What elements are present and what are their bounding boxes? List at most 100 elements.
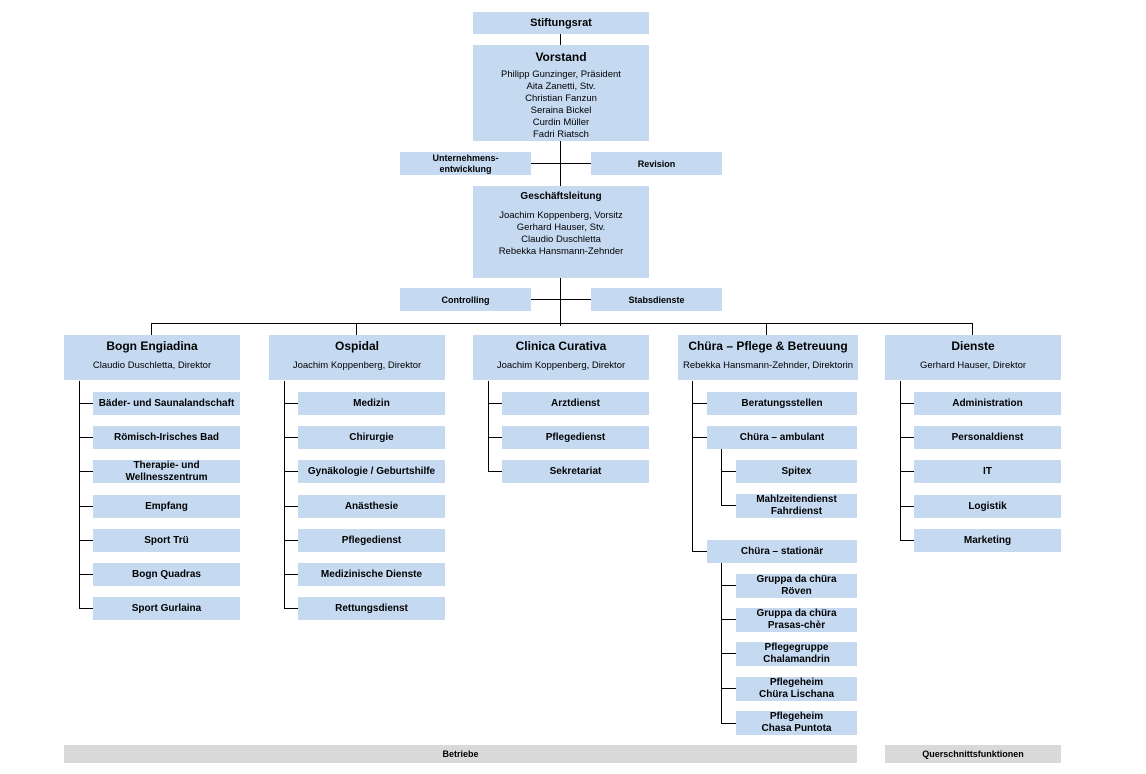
connector-line (488, 403, 502, 404)
connector-line (284, 381, 285, 608)
connector-line (79, 381, 80, 608)
division-director: Joachim Koppenberg, Direktor (292, 360, 422, 371)
unit-box: Administration (914, 392, 1061, 415)
connector-line (151, 323, 973, 324)
division-dienste: Dienste Gerhard Hauser, Direktor (885, 335, 1061, 380)
division-chuera: Chüra – Pflege & Betreuung Rebekka Hansm… (678, 335, 858, 380)
footer-betriebe: Betriebe (64, 745, 857, 763)
connector-line (721, 505, 736, 506)
connector-line (284, 574, 298, 575)
vorstand-title: Vorstand (535, 50, 587, 64)
division-clinica-curativa: Clinica Curativa Joachim Koppenberg, Dir… (473, 335, 649, 380)
unit-box: Empfang (93, 495, 240, 518)
division-director: Claudio Duschletta, Direktor (92, 360, 212, 371)
sub-unit-box: Spitex (736, 460, 857, 483)
footer-querschnittsfunktionen: Querschnittsfunktionen (885, 745, 1061, 763)
connector-line (692, 381, 693, 552)
sub-unit-box: Gruppa da chüra Röven (736, 574, 857, 598)
unit-box: Chüra – stationär (707, 540, 857, 563)
connector-line (284, 608, 298, 609)
connector-line (79, 437, 93, 438)
connector-line (560, 34, 561, 326)
connector-line (151, 323, 152, 336)
unit-box: Chüra – ambulant (707, 426, 857, 449)
connector-line (79, 471, 93, 472)
division-director: Joachim Koppenberg, Direktor (496, 360, 626, 371)
connector-line (900, 540, 914, 541)
division-title: Bogn Engiadina (106, 339, 198, 353)
connector-line (766, 323, 767, 336)
connector-line (972, 323, 973, 336)
unit-box: Römisch-Irisches Bad (93, 426, 240, 449)
connector-line (900, 403, 914, 404)
connector-line (692, 437, 707, 438)
connector-line (692, 403, 707, 404)
unit-box: IT (914, 460, 1061, 483)
connector-line (284, 506, 298, 507)
unit-box: Bäder- und Saunalandschaft (93, 392, 240, 415)
sub-unit-box: Mahlzeitendienst Fahrdienst (736, 494, 857, 518)
unit-box: Arztdienst (502, 392, 649, 415)
vorstand-box: Vorstand Philipp Gunzinger, Präsident Ai… (473, 45, 649, 141)
unit-box: Pflegedienst (298, 529, 445, 552)
connector-line (721, 585, 736, 586)
connector-line (488, 471, 502, 472)
connector-line (692, 551, 707, 552)
connector-line (900, 506, 914, 507)
unit-box: Sport Gurlaina (93, 597, 240, 620)
unit-box: Beratungsstellen (707, 392, 857, 415)
geschaeftsleitung-box: Geschäftsleitung Joachim Koppenberg, Vor… (473, 186, 649, 278)
connector-line (284, 403, 298, 404)
unit-box: Marketing (914, 529, 1061, 552)
connector-line (900, 381, 901, 540)
division-director: Gerhard Hauser, Direktor (919, 360, 1027, 371)
connector-line (721, 562, 722, 724)
geschaeftsleitung-members: Joachim Koppenberg, Vorsitz Gerhard Haus… (498, 210, 624, 257)
connector-line (284, 471, 298, 472)
connector-line (900, 437, 914, 438)
division-title: Chüra – Pflege & Betreuung (688, 339, 848, 353)
connector-line (284, 540, 298, 541)
connector-line (488, 381, 489, 472)
connector-line (79, 403, 93, 404)
geschaeftsleitung-title: Geschäftsleitung (520, 191, 602, 202)
connector-line (721, 688, 736, 689)
connector-line (284, 437, 298, 438)
stiftungsrat-box: Stiftungsrat (473, 12, 649, 34)
division-title: Clinica Curativa (515, 339, 607, 353)
connector-line (531, 299, 591, 300)
connector-line (721, 653, 736, 654)
connector-line (79, 506, 93, 507)
division-ospidal: Ospidal Joachim Koppenberg, Direktor (269, 335, 445, 380)
sub-unit-box: Pflegeheim Chasa Puntota (736, 711, 857, 735)
unit-box: Bogn Quadras (93, 563, 240, 586)
connector-line (79, 608, 93, 609)
connector-line (356, 323, 357, 336)
connector-line (721, 471, 736, 472)
vorstand-members: Philipp Gunzinger, Präsident Aita Zanett… (501, 69, 621, 140)
division-bogn-engiadina: Bogn Engiadina Claudio Duschletta, Direk… (64, 335, 240, 380)
unit-box: Logistik (914, 495, 1061, 518)
connector-line (721, 723, 736, 724)
unit-box: Chirurgie (298, 426, 445, 449)
unit-box: Gynäkologie / Geburtshilfe (298, 460, 445, 483)
unit-box: Medizin (298, 392, 445, 415)
unit-box: Therapie- und Wellnesszentrum (93, 460, 240, 483)
division-director: Rebekka Hansmann-Zehnder, Direktorin (682, 360, 854, 371)
connector-line (721, 619, 736, 620)
division-title: Dienste (951, 339, 995, 353)
unit-box: Pflegedienst (502, 426, 649, 449)
sub-unit-box: Pflegeheim Chüra Lischana (736, 677, 857, 701)
unit-box: Medizinische Dienste (298, 563, 445, 586)
connector-line (79, 540, 93, 541)
connector-line (721, 448, 722, 506)
controlling-box: Controlling (400, 288, 531, 311)
unternehmensentwicklung-box: Unternehmens- entwicklung (400, 152, 531, 175)
connector-line (488, 437, 502, 438)
division-title: Ospidal (334, 339, 379, 353)
sub-unit-box: Pflegegruppe Chalamandrin (736, 642, 857, 666)
unit-box: Anästhesie (298, 495, 445, 518)
revision-box: Revision (591, 152, 722, 175)
unit-box: Sekretariat (502, 460, 649, 483)
unit-box: Sport Trü (93, 529, 240, 552)
